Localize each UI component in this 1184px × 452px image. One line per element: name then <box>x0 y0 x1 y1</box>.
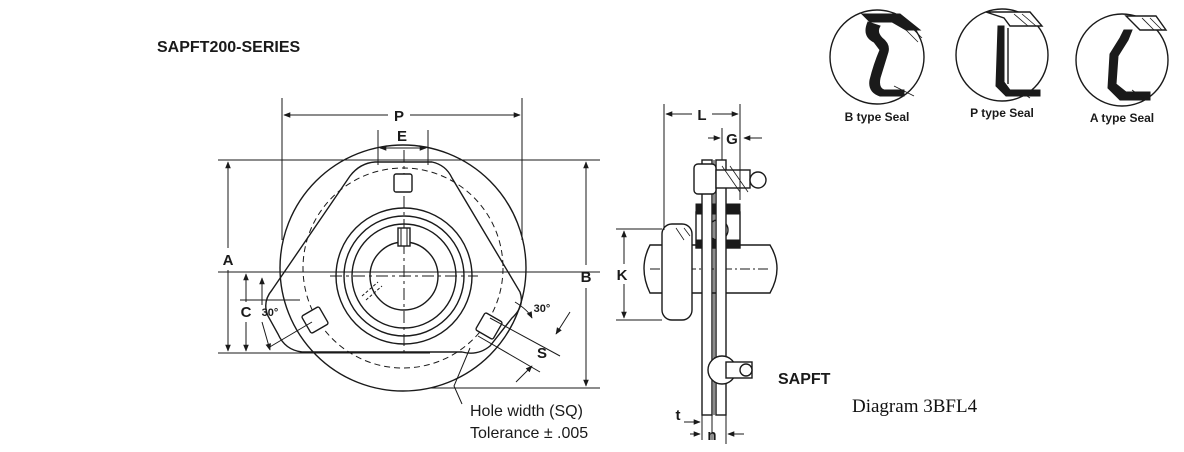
dim-e-label: E <box>397 128 407 145</box>
seal-a-profile <box>1107 29 1151 101</box>
collar <box>661 223 693 321</box>
dim-s-ext-a <box>489 317 561 357</box>
dim-k-label: K <box>617 267 628 284</box>
dim-g-label: G <box>726 131 738 148</box>
seal-b-profile <box>865 21 905 97</box>
top-bolt-shank <box>715 169 751 189</box>
dim-n-label: n <box>707 427 716 444</box>
seal-p-label: P type Seal <box>970 106 1034 120</box>
collar-hatch-a <box>683 227 691 237</box>
side-view: L G K t n <box>616 104 778 444</box>
seal-a-hatch-a <box>1141 17 1155 31</box>
dim-a-label: A <box>223 252 234 269</box>
angle-left-label: 30° <box>262 307 279 319</box>
dim-s-arrow-b <box>515 365 533 383</box>
seal-a-top-block <box>1124 15 1168 31</box>
seal-a-circle <box>1075 13 1169 107</box>
seal-b-hatch-a <box>899 23 919 43</box>
seal-b-detail <box>829 9 925 105</box>
seal-b-hatch-c <box>893 85 915 97</box>
diagram-caption: Diagram 3BFL4 <box>852 396 978 417</box>
set-screw-diag-a <box>361 281 379 297</box>
angle-right-label: 30° <box>534 303 551 315</box>
seal-p-profile <box>995 25 1041 97</box>
top-bolt-hatch-a <box>721 165 741 193</box>
hole-width-note: Hole width (SQ) <box>470 403 583 420</box>
bolt-hole-top <box>393 173 413 193</box>
angle-right-arc <box>514 301 533 319</box>
seal-p-circle <box>955 8 1049 102</box>
series-title: SAPFT200-SERIES <box>157 39 300 56</box>
bolt-circle <box>302 167 504 369</box>
bolt-hole-right <box>475 312 503 340</box>
flange-plate-left <box>701 159 713 416</box>
bolt-hole-left <box>301 306 329 334</box>
top-bolt-head <box>693 163 717 195</box>
seal-b-hatch-b <box>905 21 923 39</box>
seal-p-top-block <box>985 11 1044 27</box>
set-screw-diag-b <box>365 285 383 301</box>
seal-p-hatch-c <box>1017 89 1031 99</box>
dim-s-arrow-a <box>555 311 571 335</box>
seal-a-hatch-c <box>1131 89 1147 101</box>
triangular-flange <box>265 161 523 354</box>
model-label: SAPFT <box>778 371 831 388</box>
seal-p-detail <box>955 8 1049 102</box>
tolerance-note: Tolerance ± .005 <box>470 425 588 442</box>
seal-a-detail <box>1075 13 1169 107</box>
dim-p-label: P <box>394 108 404 125</box>
seal-b-label: B type Seal <box>845 110 910 124</box>
flange-outer-circle <box>279 144 527 392</box>
dim-l-label: L <box>697 107 706 124</box>
top-bolt-nut <box>749 171 767 189</box>
flange-plate-right <box>715 159 727 416</box>
dim-s-label: S <box>537 345 547 362</box>
bottom-bolt-nut <box>739 363 753 377</box>
leader-hole-left <box>267 321 313 349</box>
seal-p-hatch-a <box>1013 13 1029 27</box>
set-screw-top <box>397 227 411 247</box>
collar-hatch-b <box>675 227 685 241</box>
dim-t-label: t <box>676 407 681 424</box>
front-view: P E A B C 30° 30° S <box>218 98 600 405</box>
dim-b-label: B <box>581 269 592 286</box>
leader-hole-width <box>453 347 471 405</box>
dim-c-label: C <box>241 304 252 321</box>
angle-left-line-b <box>261 321 271 351</box>
seal-p-hatch-b <box>1021 13 1037 27</box>
top-bolt-hatch-b <box>729 165 749 193</box>
seal-b-circle <box>829 9 925 105</box>
seal-a-label: A type Seal <box>1090 111 1154 125</box>
seal-a-hatch-b <box>1149 17 1163 31</box>
